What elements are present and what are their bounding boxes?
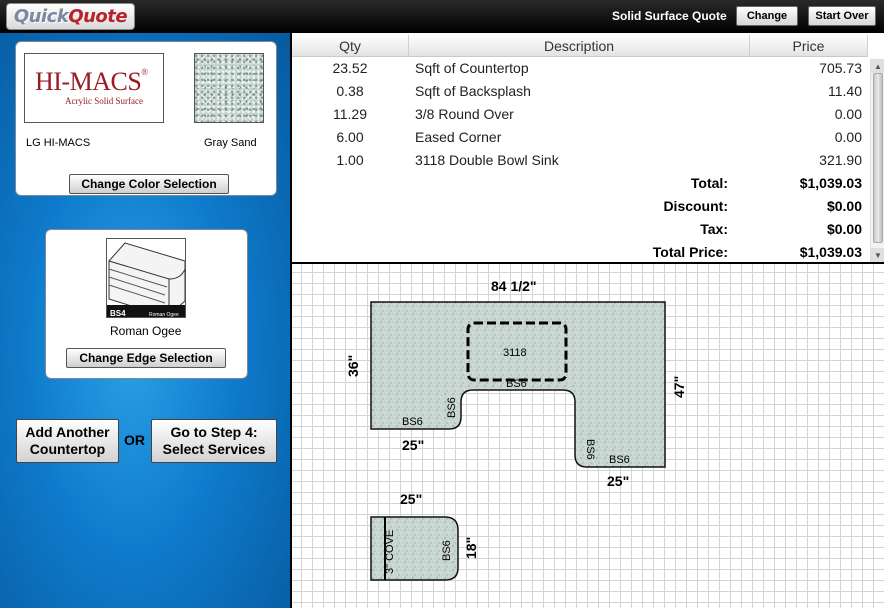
countertop-drawing-canvas[interactable]: 3118 84 1/2" 36" 47" 25" 25" BS6 BS6 BS6… xyxy=(292,264,884,608)
qty-cell: 11.29 xyxy=(333,106,367,122)
price-cell: 321.90 xyxy=(819,152,862,168)
left-leg-width-dimension: 25" xyxy=(402,437,424,453)
brand-subtitle: Acrylic Solid Surface xyxy=(65,96,143,106)
description-cell: Sqft of Backsplash xyxy=(415,83,531,99)
quote-table: Qty Description Price 23.52 Sqft of Coun… xyxy=(292,33,884,262)
edge-selection-card: BS4 Roman Ogee Roman Ogee Change Edge Se… xyxy=(45,229,248,379)
tax-value: $0.00 xyxy=(826,221,862,237)
total-price-label: Total Price: xyxy=(652,244,728,260)
price-cell: 0.00 xyxy=(834,106,862,122)
change-color-button[interactable]: Change Color Selection xyxy=(69,174,229,194)
total-price-value: $1,039.03 xyxy=(799,244,862,260)
brand-name: HI-MACS xyxy=(35,67,142,96)
or-label: OR xyxy=(124,432,145,448)
add-countertop-line1: Add Another xyxy=(25,424,110,440)
sink-label: 3118 xyxy=(503,347,527,359)
vertical-divider xyxy=(290,33,292,608)
backsplash-label: BS6 xyxy=(402,416,423,428)
qty-cell: 1.00 xyxy=(336,152,364,168)
add-countertop-line2: Countertop xyxy=(29,441,106,457)
selection-panel: HI-MACS® Acrylic Solid Surface LG HI-MAC… xyxy=(0,33,291,608)
color-selection-card: HI-MACS® Acrylic Solid Surface LG HI-MAC… xyxy=(15,41,277,196)
main-countertop-shape[interactable] xyxy=(370,301,666,468)
qty-cell: 6.00 xyxy=(336,129,364,145)
color-name-label: Gray Sand xyxy=(204,137,257,149)
table-scrollbar[interactable]: ▲ ▼ xyxy=(870,59,884,262)
logo-text-quote: Quote xyxy=(68,6,128,27)
column-header-description: Description xyxy=(409,35,750,57)
edge-thumb-caption: Roman Ogee xyxy=(149,312,179,318)
total-value: $1,039.03 xyxy=(799,175,862,191)
next-step-button[interactable]: Go to Step 4:Select Services xyxy=(151,419,277,463)
edge-profile-image: BS4 Roman Ogee xyxy=(106,238,186,318)
price-cell: 11.40 xyxy=(828,83,862,99)
top-width-dimension: 84 1/2" xyxy=(491,278,537,294)
change-button[interactable]: Change xyxy=(736,6,798,26)
description-cell: Eased Corner xyxy=(415,129,502,145)
island-countertop-shape[interactable] xyxy=(370,516,459,581)
color-swatch xyxy=(194,53,264,123)
table-row: 11.29 3/8 Round Over 0.00 xyxy=(292,103,868,126)
total-price-row: Total Price: $1,039.03 xyxy=(292,241,868,262)
table-row: 23.52 Sqft of Countertop 705.73 xyxy=(292,57,868,80)
start-over-button[interactable]: Start Over xyxy=(808,6,876,26)
next-step-line1: Go to Step 4: xyxy=(170,424,258,440)
right-height-dimension: 47" xyxy=(671,376,687,398)
manufacturer-label: LG HI-MACS xyxy=(26,137,91,149)
backsplash-label: BS6 xyxy=(446,397,458,418)
discount-label: Discount: xyxy=(663,198,728,214)
table-row: 1.00 3118 Double Bowl Sink 321.90 xyxy=(292,149,868,172)
sink-cutout[interactable] xyxy=(466,321,568,382)
edge-name-label: Roman Ogee xyxy=(110,324,182,338)
island-width-dimension: 25" xyxy=(400,491,422,507)
left-height-dimension: 36" xyxy=(345,355,361,377)
scroll-down-arrow-icon[interactable]: ▼ xyxy=(871,248,884,262)
discount-row: Discount: $0.00 xyxy=(292,195,868,218)
island-backsplash-label: BS6 xyxy=(441,540,453,561)
brand-logo: HI-MACS® Acrylic Solid Surface xyxy=(24,53,164,123)
brand-registered-mark: ® xyxy=(141,67,148,77)
discount-value: $0.00 xyxy=(826,198,862,214)
tax-label: Tax: xyxy=(700,221,728,237)
page-title: Solid Surface Quote xyxy=(612,9,727,23)
price-cell: 705.73 xyxy=(819,60,862,76)
description-cell: 3118 Double Bowl Sink xyxy=(415,152,559,168)
backsplash-label: BS6 xyxy=(609,454,630,466)
description-cell: 3/8 Round Over xyxy=(415,106,514,122)
column-header-price: Price xyxy=(750,35,868,57)
island-cove-label: 3" COVE xyxy=(384,530,396,574)
tax-row: Tax: $0.00 xyxy=(292,218,868,241)
edge-code-text: BS4 xyxy=(110,309,126,318)
total-row: Total: $1,039.03 xyxy=(292,172,868,195)
description-cell: Sqft of Countertop xyxy=(415,60,529,76)
scroll-up-arrow-icon[interactable]: ▲ xyxy=(871,59,884,73)
change-edge-button[interactable]: Change Edge Selection xyxy=(66,348,226,368)
scroll-thumb[interactable] xyxy=(873,73,883,243)
right-leg-width-dimension: 25" xyxy=(607,473,629,489)
logo-text-quick: Quick xyxy=(13,6,69,27)
qty-cell: 0.38 xyxy=(336,83,364,99)
table-row: 6.00 Eased Corner 0.00 xyxy=(292,126,868,149)
island-height-dimension: 18" xyxy=(463,537,479,559)
total-label: Total: xyxy=(690,175,728,191)
backsplash-label: BS6 xyxy=(506,378,527,390)
price-cell: 0.00 xyxy=(834,129,862,145)
column-header-qty: Qty xyxy=(292,35,409,57)
next-step-line2: Select Services xyxy=(162,441,266,457)
table-row: 0.38 Sqft of Backsplash 11.40 xyxy=(292,80,868,103)
backsplash-label: BS6 xyxy=(584,439,596,460)
horizontal-divider xyxy=(292,262,884,264)
qty-cell: 23.52 xyxy=(332,60,368,76)
